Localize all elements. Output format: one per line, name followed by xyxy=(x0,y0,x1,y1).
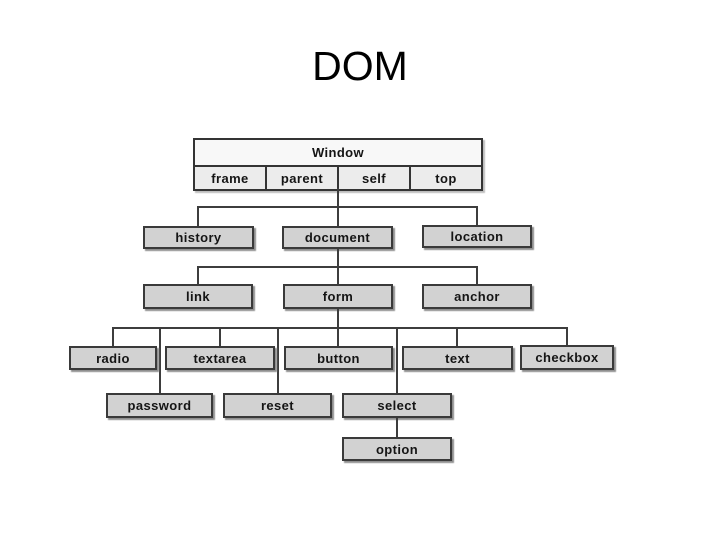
node-radio: radio xyxy=(69,346,157,370)
connector-to-checkbox xyxy=(566,327,568,346)
node-frame: frame xyxy=(195,167,267,189)
connector-row4-bus xyxy=(112,327,568,329)
connector-to-reset xyxy=(277,327,279,393)
node-location: location xyxy=(422,225,532,248)
node-anchor: anchor xyxy=(422,284,532,309)
node-reset: reset xyxy=(223,393,332,418)
connector-to-password xyxy=(159,327,161,393)
node-password: password xyxy=(106,393,213,418)
node-window-table: Window frame parent self top xyxy=(193,138,483,191)
node-textarea: textarea xyxy=(165,346,275,370)
connector-select-option xyxy=(396,418,398,437)
slide-title: DOM xyxy=(312,43,408,89)
node-text: text xyxy=(402,346,513,370)
node-window: Window xyxy=(195,140,481,167)
node-link: link xyxy=(143,284,253,309)
connector-row3-bus xyxy=(197,266,478,268)
node-option: option xyxy=(342,437,452,461)
connector-to-anchor xyxy=(476,266,478,285)
connector-to-select xyxy=(396,327,398,393)
node-self: self xyxy=(339,167,411,189)
node-select: select xyxy=(342,393,452,418)
connector-row2-bus xyxy=(197,206,478,208)
window-property-cells: frame parent self top xyxy=(195,167,481,189)
node-history: history xyxy=(143,226,254,249)
node-form: form xyxy=(283,284,393,309)
connector-to-history xyxy=(197,206,199,226)
connector-to-text xyxy=(456,327,458,346)
node-parent: parent xyxy=(267,167,339,189)
node-top: top xyxy=(435,170,457,186)
connector-to-radio xyxy=(112,327,114,346)
connector-to-location xyxy=(476,206,478,226)
node-button: button xyxy=(284,346,393,370)
node-document: document xyxy=(282,226,393,249)
node-checkbox: checkbox xyxy=(520,345,614,370)
connector-to-link xyxy=(197,266,199,285)
connector-to-textarea xyxy=(219,327,221,346)
